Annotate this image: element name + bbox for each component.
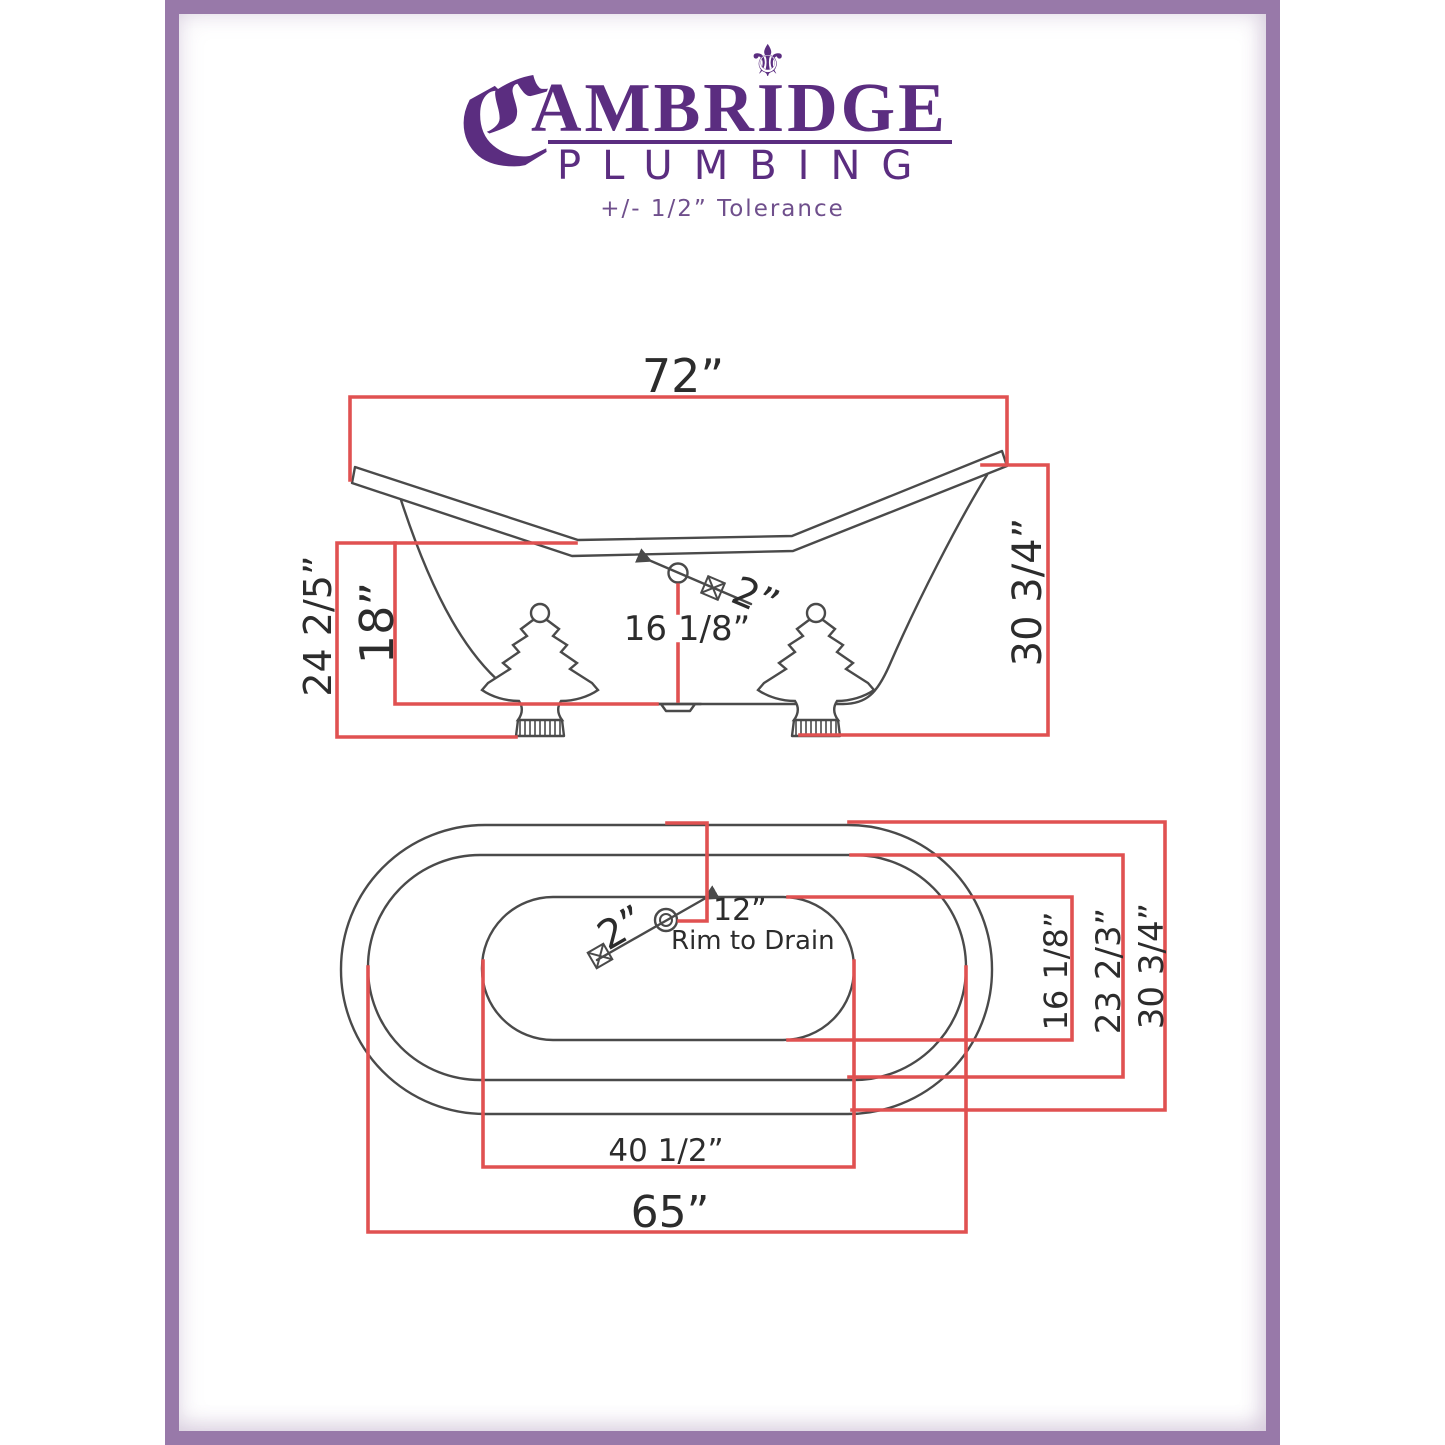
brand-initial: ℭ [456,52,555,193]
dim-line-72 [348,395,1009,482]
claw-foot-right [756,602,876,738]
top-drain-inner [659,913,673,927]
side-rim-outline [350,449,1009,558]
dim-line-23-2-3-top [847,853,1125,1079]
diameter-symbol-icon [586,942,614,970]
tub-side-view: 72” 24 2/5” 18” 2” 16 1/8” 30 3/4” [296,349,1051,739]
dim-line-24-2-5 [335,541,578,739]
brand-logo: ⚜ ℭ AMBRIDGE PLUMBING +/- 1/2” Tolerance [179,14,1266,1431]
side-drain-to-floor-label: 16 1/8” [624,609,750,649]
top-drain-outer [653,907,679,933]
fleur-de-lis-icon: ⚜ [748,36,788,87]
claw-foot-left [480,602,600,738]
top-deck-length-label: 65” [631,1187,710,1238]
diameter-symbol-icon [699,574,727,602]
brand-wordmark: AMBRIDGE [531,70,948,147]
top-mid-width-label: 23 2/3” [1089,908,1129,1034]
top-rim-to-drain-label: Rim to Drain [671,926,835,956]
tolerance-note: +/- 1/2” Tolerance [600,196,845,222]
dim-line-30-3-4-side [798,463,1050,737]
top-outer-rim [339,823,994,1116]
dim-line-12-rim-to-drain [665,821,709,923]
top-drain-leader [595,885,721,962]
side-floor-to-rim-label: 24 2/5” [296,555,340,696]
page-frame: ⚜ ℭ AMBRIDGE PLUMBING +/- 1/2” Tolerance [165,0,1280,1445]
side-overall-length-label: 72” [642,349,724,403]
dim-line-16-1-8-top [786,895,1074,1042]
brand-subtitle: PLUMBING [557,143,934,189]
side-drain-circle [667,562,689,584]
side-drain-fitting [653,702,703,713]
dim-line-30-3-4-top [847,820,1167,1112]
top-interior-width-label: 16 1/8” [1037,912,1075,1031]
dim-line-65 [366,965,968,1234]
brand-underline [548,140,952,144]
top-deck-edge [366,853,968,1082]
top-interior-length-label: 40 1/2” [608,1133,723,1169]
top-rim-to-drain-value: 12” [713,893,767,928]
dim-line-40-1-2 [481,959,856,1169]
top-drain-diameter-label: 2” [590,897,653,960]
side-interior-depth-label: 18” [350,582,404,664]
top-overall-width-label: 30 3/4” [1132,903,1172,1029]
tub-top-view: 12” Rim to Drain 2” 16 1/8” 23 2/3” 30 3… [339,820,1172,1238]
dim-line-18 [393,541,659,706]
side-overall-height-label: 30 3/4” [1005,518,1051,667]
side-drain-leader [635,548,753,606]
